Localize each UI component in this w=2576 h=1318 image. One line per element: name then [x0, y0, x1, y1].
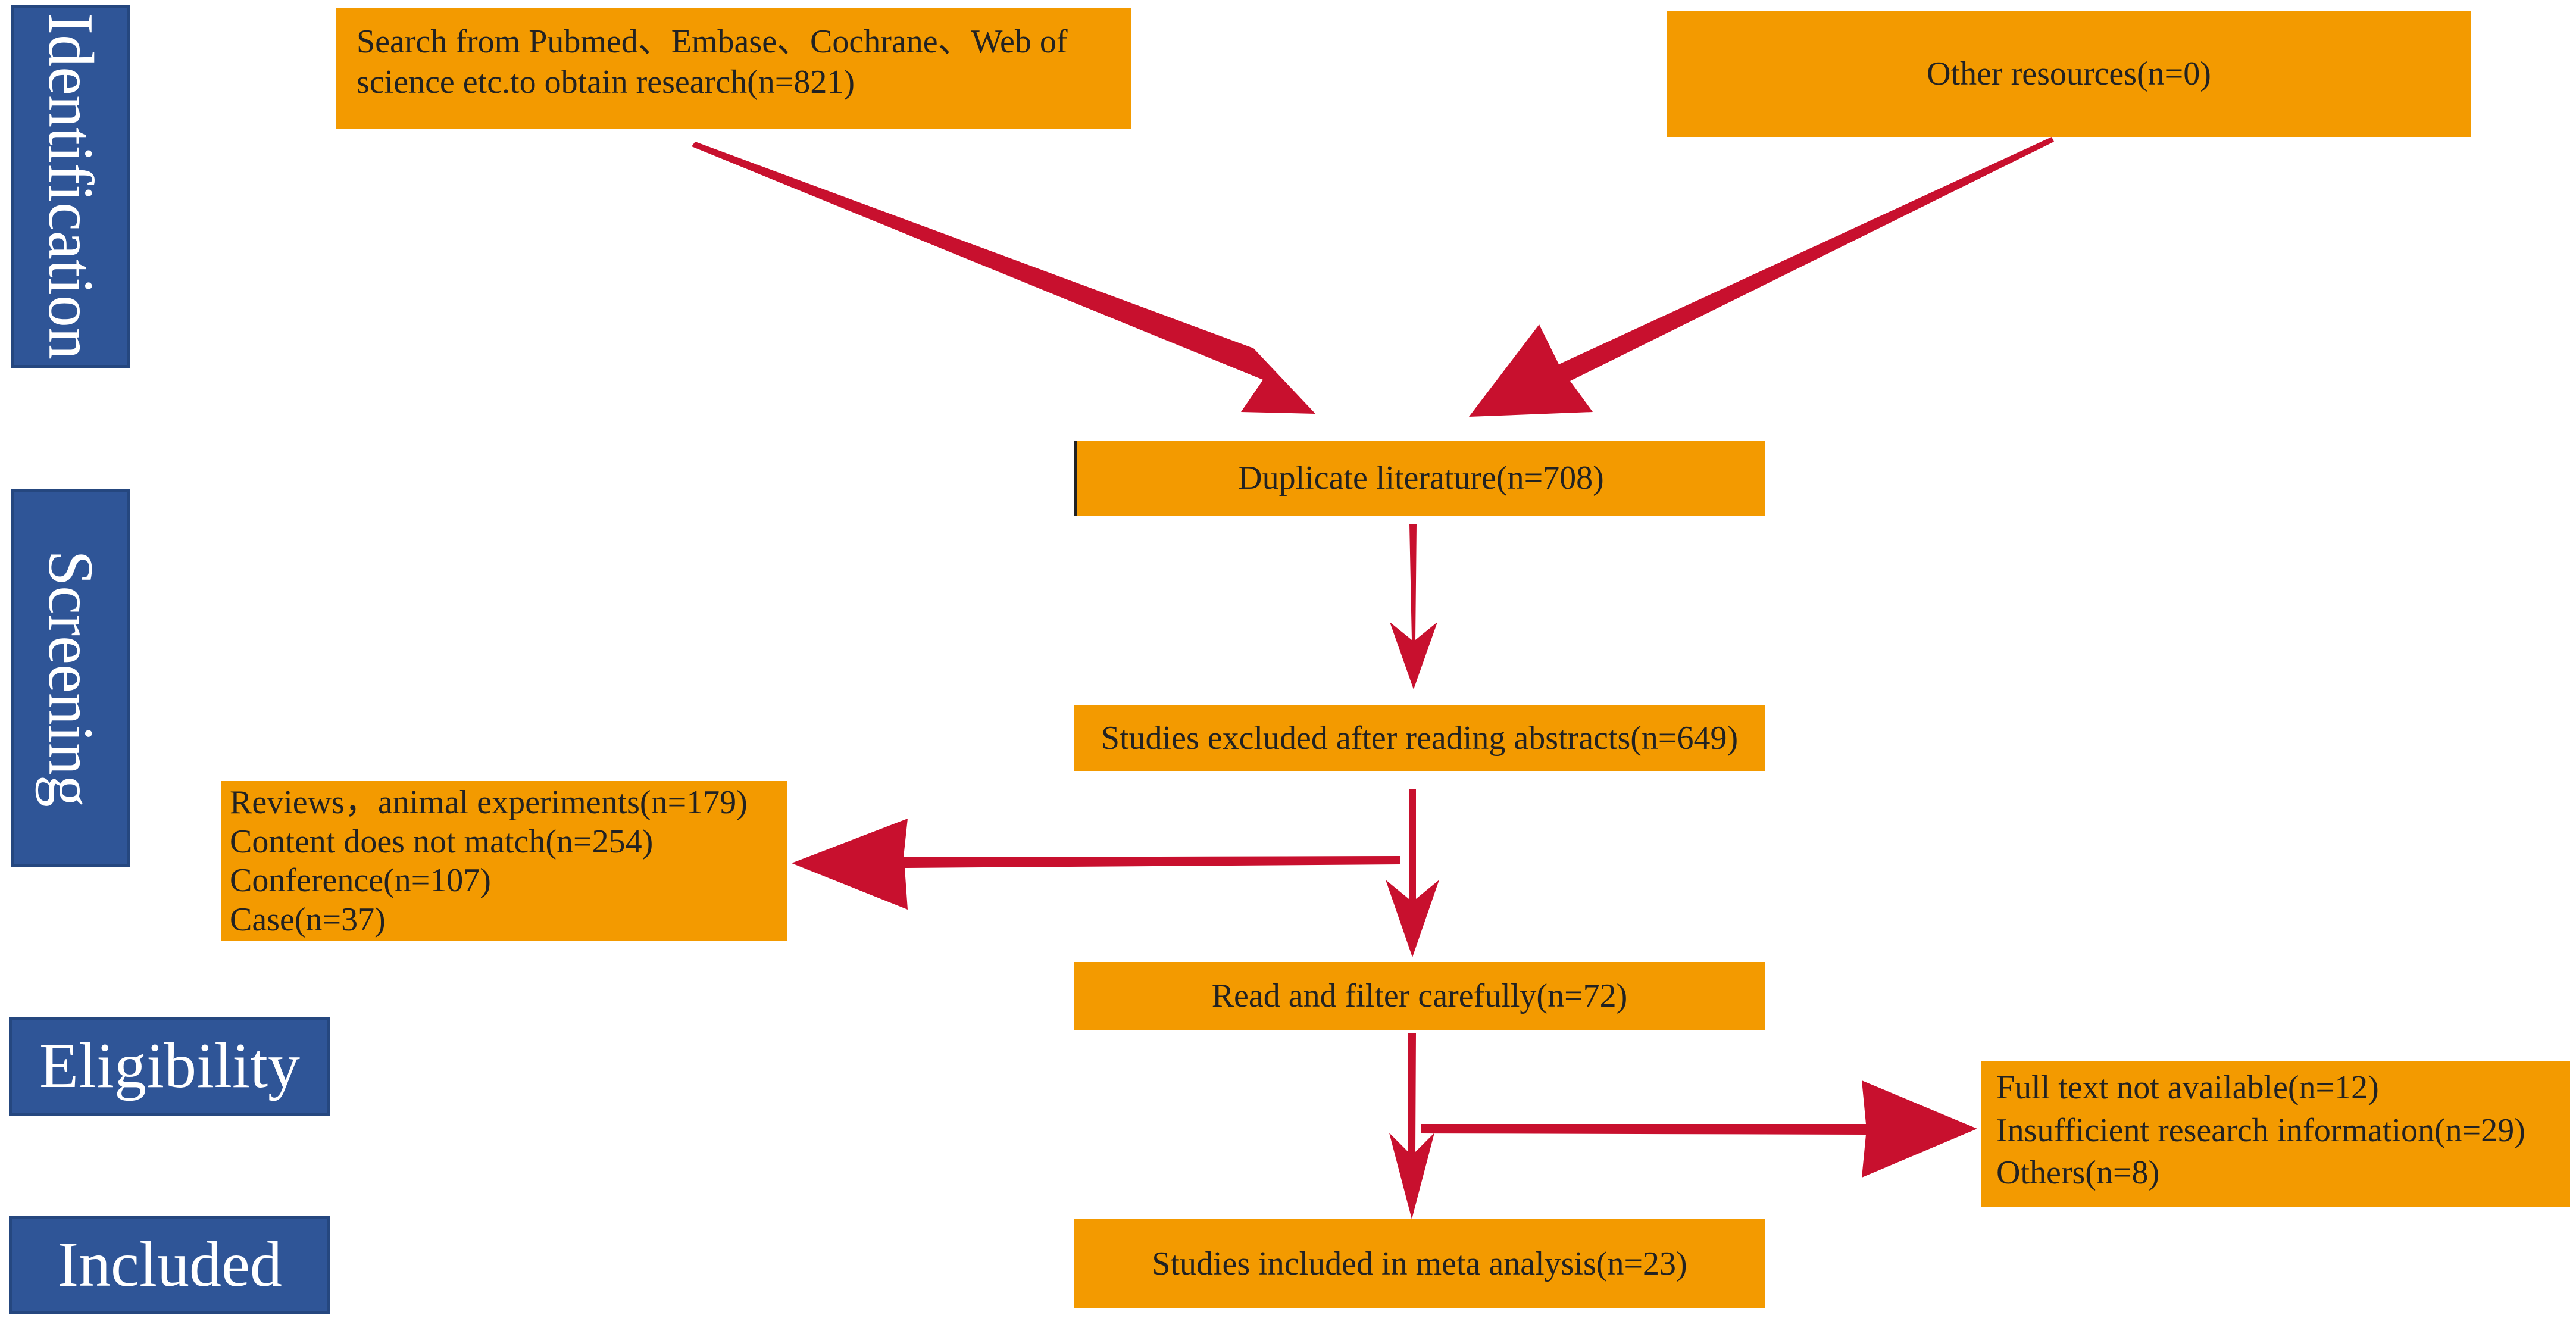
other-resources-box: Other resources(n=0) [1667, 11, 2471, 137]
excluded-reason-item: Content does not match(n=254) [230, 823, 654, 860]
included-box: Studies included in meta analysis(n=23) [1074, 1219, 1765, 1308]
read-filter-box: Read and filter carefully(n=72) [1074, 962, 1765, 1030]
duplicate-box: Duplicate literature(n=708) [1074, 441, 1765, 516]
stage-included: Included [9, 1216, 330, 1314]
excluded-reason-item: Conference(n=107) [230, 862, 491, 900]
included-label: Studies included in meta analysis(n=23) [1152, 1245, 1687, 1282]
search-box-line1: Search from Pubmed、Embase、Cochrane、Web o… [357, 23, 1068, 60]
excluded-reason-item: Case(n=37) [230, 901, 386, 938]
stage-identification: Identification [11, 5, 130, 368]
search-box: Search from Pubmed、Embase、Cochrane、Web o… [336, 8, 1131, 129]
stage-screening: Screening [11, 489, 130, 867]
stage-eligibility-label: Eligibility [39, 1030, 300, 1101]
fulltext-excluded-box: Full text not available(n=12) Insufficie… [1981, 1061, 2570, 1207]
excluded-reason-item: Reviews，animal experiments(n=179) [230, 784, 748, 821]
arrow-search-to-duplicate [692, 142, 1315, 414]
arrow-duplicate-to-abstracts [1390, 524, 1437, 689]
arrow-other-to-duplicate [1469, 137, 2054, 417]
stage-included-label: Included [57, 1229, 282, 1300]
excluded-reasons-box: Reviews，animal experiments(n=179) Conten… [221, 781, 787, 941]
arrow-abstracts-to-read [1386, 789, 1439, 957]
arrow-to-fulltext-excluded [1421, 1080, 1977, 1178]
fulltext-excluded-item: Insufficient research information(n=29) [1996, 1111, 2525, 1149]
fulltext-excluded-item: Full text not available(n=12) [1996, 1069, 2379, 1106]
abstracts-excluded-box: Studies excluded after reading abstracts… [1074, 705, 1765, 771]
arrow-read-to-included [1389, 1033, 1434, 1219]
duplicate-label: Duplicate literature(n=708) [1238, 459, 1604, 496]
other-resources-label: Other resources(n=0) [1927, 55, 2211, 92]
search-box-line2: science etc.to obtain research(n=821) [357, 64, 855, 101]
abstracts-excluded-label: Studies excluded after reading abstracts… [1101, 719, 1739, 757]
arrow-to-excluded-reasons [792, 819, 1400, 910]
fulltext-excluded-item: Others(n=8) [1996, 1154, 2160, 1192]
stage-eligibility: Eligibility [9, 1017, 330, 1116]
read-filter-label: Read and filter carefully(n=72) [1211, 977, 1628, 1014]
